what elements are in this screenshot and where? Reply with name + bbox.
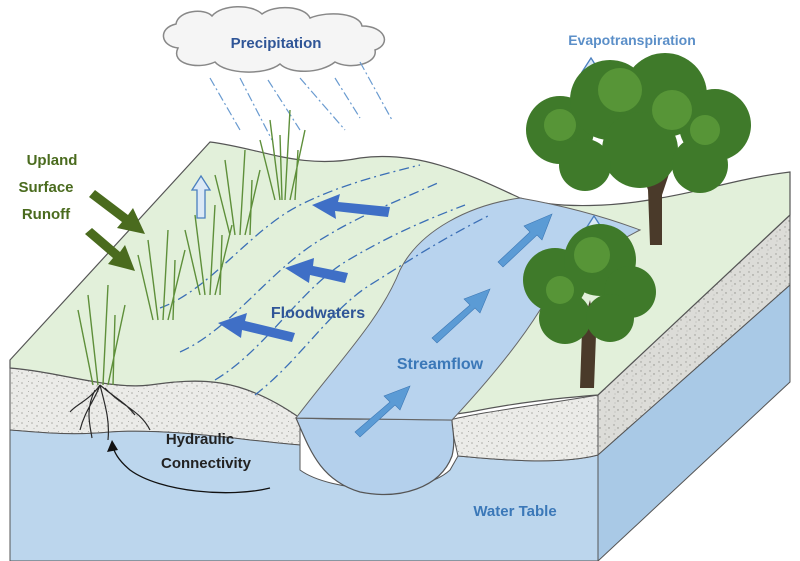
stream-arrows	[354, 213, 553, 438]
arrow-icon	[431, 288, 491, 344]
floodwaters-label: Floodwaters	[271, 305, 365, 322]
streamflow-label: Streamflow	[397, 356, 484, 373]
runoff-arrows	[85, 190, 145, 271]
precipitation-label: Precipitation	[231, 35, 322, 52]
front-face	[9, 367, 599, 561]
upland-label-1: Upland	[27, 152, 78, 169]
arrow-icon	[85, 228, 135, 271]
water-table-label: Water Table	[473, 503, 556, 520]
upland-label-3: Runoff	[22, 206, 71, 223]
flood-arrows	[218, 194, 390, 342]
hydraulic-connectivity-arrow	[111, 443, 271, 494]
arrow-icon	[190, 174, 212, 219]
flood-contours	[159, 164, 491, 396]
root-icon	[69, 384, 151, 441]
upland-label-2: Surface	[18, 179, 73, 196]
arrow-icon	[354, 385, 411, 438]
arrow-icon	[285, 258, 348, 283]
evapotranspiration-label: Evapotranspiration	[568, 32, 696, 48]
arrow-icon	[497, 213, 553, 268]
arrow-icon	[107, 440, 118, 452]
arrow-icon	[89, 190, 145, 234]
hydraulic-label-2: Connectivity	[161, 455, 252, 472]
tree-icon	[523, 224, 656, 388]
groundwater-right	[597, 283, 791, 561]
grass-icon	[77, 109, 306, 386]
arrow-icon	[218, 313, 295, 342]
hydraulic-label-1: Hydraulic	[166, 431, 234, 448]
rain-lines	[209, 61, 393, 141]
stream-cross-section	[295, 417, 455, 495]
cloud-icon	[162, 6, 386, 73]
tree-icon	[526, 53, 751, 245]
arrow-icon	[312, 194, 390, 219]
